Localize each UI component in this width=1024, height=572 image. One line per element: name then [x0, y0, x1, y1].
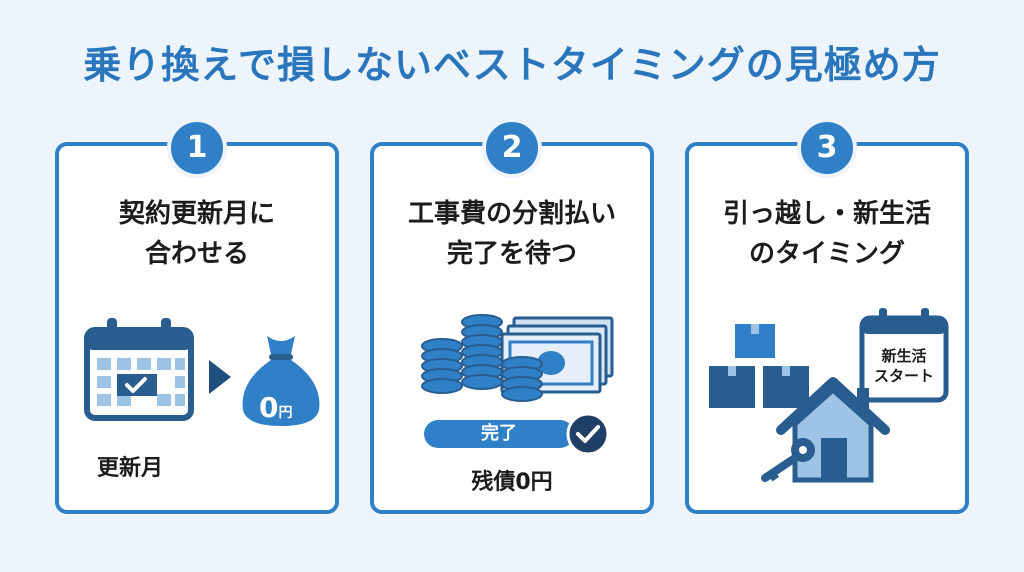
- renewal-month-caption: 更新月: [97, 456, 164, 481]
- step-number-3: 3: [797, 118, 857, 178]
- step-number-2: 2: [482, 118, 542, 178]
- house-icon: [776, 377, 890, 483]
- page-title: 乗り換えで損しないベストタイミングの見極め方: [83, 43, 941, 87]
- card-title: 契約更新月に 合わせる: [118, 199, 275, 269]
- key-icon: [761, 438, 815, 482]
- zero-yen-text: 0円: [259, 391, 293, 424]
- remaining-debt-caption: 残債0円: [471, 470, 553, 495]
- progress-bar-complete: 完了: [424, 420, 574, 448]
- arrow-right-icon: [209, 360, 231, 394]
- step-card-installment: 工事費の分割払い 完了を待つ 完了 残債0円: [370, 142, 654, 514]
- step-card-contract-renewal: 契約更新月に 合わせる 0円 更新月: [55, 142, 339, 514]
- money-bag-icon: [242, 336, 320, 426]
- card-title: 工事費の分割払い 完了を待つ: [407, 199, 616, 269]
- step-card-moving: 引っ越し・新生活 のタイミング 新生活 スタート: [685, 142, 969, 514]
- calendar-icon: [859, 308, 949, 403]
- moving-boxes-icon: [709, 324, 809, 408]
- card-title: 引っ越し・新生活 のタイミング: [722, 199, 931, 269]
- check-circle-icon: [566, 412, 610, 456]
- step-number-1: 1: [167, 118, 227, 178]
- new-life-start-text: 新生活 スタート: [873, 347, 934, 385]
- calendar-check-icon: [84, 318, 194, 421]
- coins-cash-icon: [421, 314, 614, 402]
